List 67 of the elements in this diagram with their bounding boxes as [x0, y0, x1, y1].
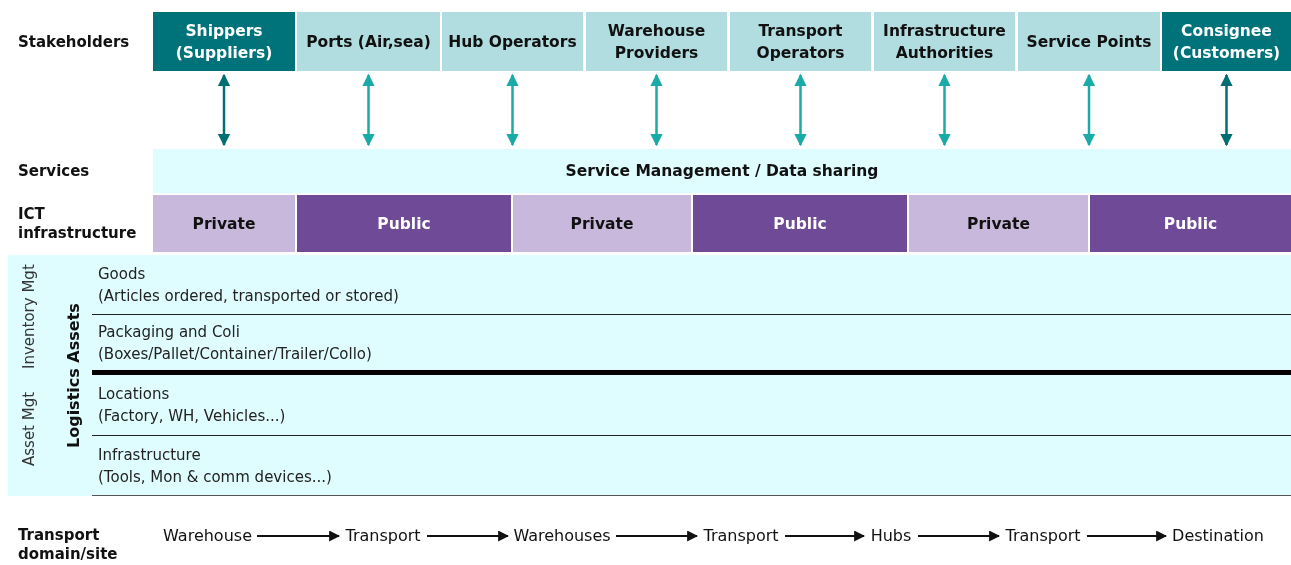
node-label: Transport Operators: [755, 20, 846, 64]
node-label: Private: [570, 213, 634, 235]
arrow: [918, 530, 1001, 542]
stakeholder-box: [1162, 12, 1291, 71]
arrow: [1220, 73, 1233, 147]
row-description: (Factory, WH, Vehicles...): [98, 406, 286, 427]
band-title: Logistics Assets: [64, 302, 83, 450]
public-block: [693, 195, 907, 252]
arrow: [427, 530, 510, 542]
service-band: [153, 149, 1291, 193]
row-heading: Goods: [98, 263, 146, 285]
stakeholder-box: [874, 12, 1015, 71]
logistics-assets-band: [8, 255, 1291, 496]
node-label: Private: [967, 213, 1030, 235]
row-description: (Articles ordered, transported or stored): [98, 285, 399, 307]
stakeholder-box: [730, 12, 871, 71]
arrow: [217, 73, 231, 147]
public-block: [297, 195, 511, 252]
step-label: Warehouse: [163, 525, 252, 547]
arrow: [650, 73, 663, 147]
node-label: Public: [1163, 213, 1218, 235]
row-label: ICT infrastructure: [18, 205, 138, 243]
stakeholder-box: [1018, 12, 1160, 71]
step-label: Hubs: [870, 525, 912, 547]
arrow: [257, 530, 341, 542]
node-label: Warehouse Providers: [606, 20, 707, 64]
arrow: [785, 530, 866, 542]
node-label: Consignee (Customers): [1171, 20, 1282, 64]
row-description: (Tools, Mon & comm devices...): [98, 466, 332, 488]
private-block: [153, 195, 295, 252]
node-label: Ports (Air,sea): [306, 31, 431, 53]
private-block: [909, 195, 1088, 252]
node-label: Public: [377, 213, 431, 235]
row-heading: Locations: [98, 384, 170, 405]
node-label: Hub Operators: [448, 31, 577, 53]
row-description: (Boxes/Pallet/Container/Trailer/Collo): [98, 343, 372, 365]
row-heading: Packaging and Coli: [98, 321, 240, 343]
row-label: Services: [18, 162, 91, 181]
arrow: [938, 73, 951, 147]
stakeholder-box: [297, 12, 440, 71]
arrow: [362, 73, 375, 147]
step-label: Destination: [1172, 525, 1264, 547]
step-label: Transport: [1005, 525, 1081, 547]
node-label: Public: [773, 213, 827, 235]
stakeholder-box: [442, 12, 583, 71]
row-label: Transport domain/site: [18, 526, 119, 564]
arrow: [1087, 530, 1168, 542]
node-label: Service Points: [1026, 31, 1152, 53]
public-block: [1090, 195, 1291, 252]
node-label: Shippers (Suppliers): [174, 20, 274, 64]
arrow: [616, 530, 699, 542]
side-label: Asset Mgt: [20, 390, 39, 469]
row-heading: Infrastructure: [98, 444, 201, 466]
node-label: Infrastructure Authorities: [882, 20, 1007, 64]
step-label: Transport: [703, 525, 779, 547]
stakeholder-box: [586, 12, 727, 71]
stakeholder-box: [153, 12, 295, 71]
step-label: Transport: [345, 525, 421, 547]
step-label: Warehouses: [513, 525, 611, 547]
arrow: [506, 73, 519, 147]
arrow: [1082, 73, 1096, 147]
private-block: [513, 195, 691, 252]
side-label: Inventory Mgt: [20, 263, 39, 372]
row-label: Stakeholders: [18, 33, 131, 52]
node-label: Private: [192, 213, 256, 235]
node-label: Service Management / Data sharing: [565, 161, 879, 182]
arrow: [794, 73, 807, 147]
